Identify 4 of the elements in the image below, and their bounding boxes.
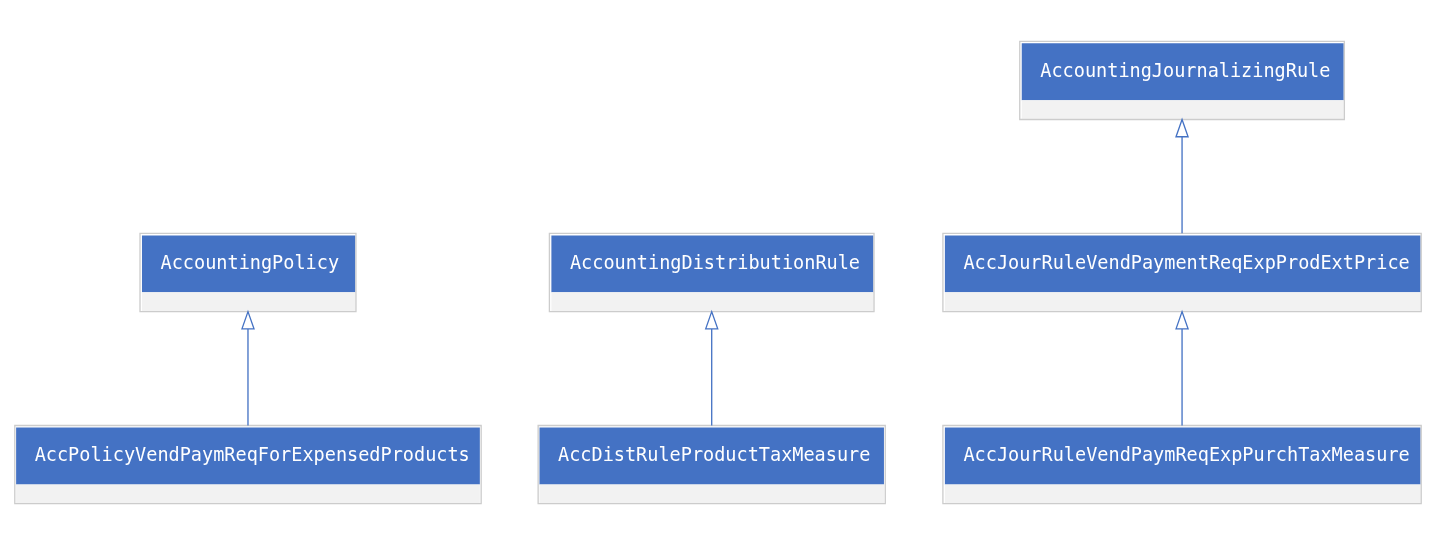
arrow [241, 309, 255, 426]
arrow [1175, 117, 1190, 234]
arrow [1175, 309, 1190, 426]
arrow [704, 309, 719, 426]
